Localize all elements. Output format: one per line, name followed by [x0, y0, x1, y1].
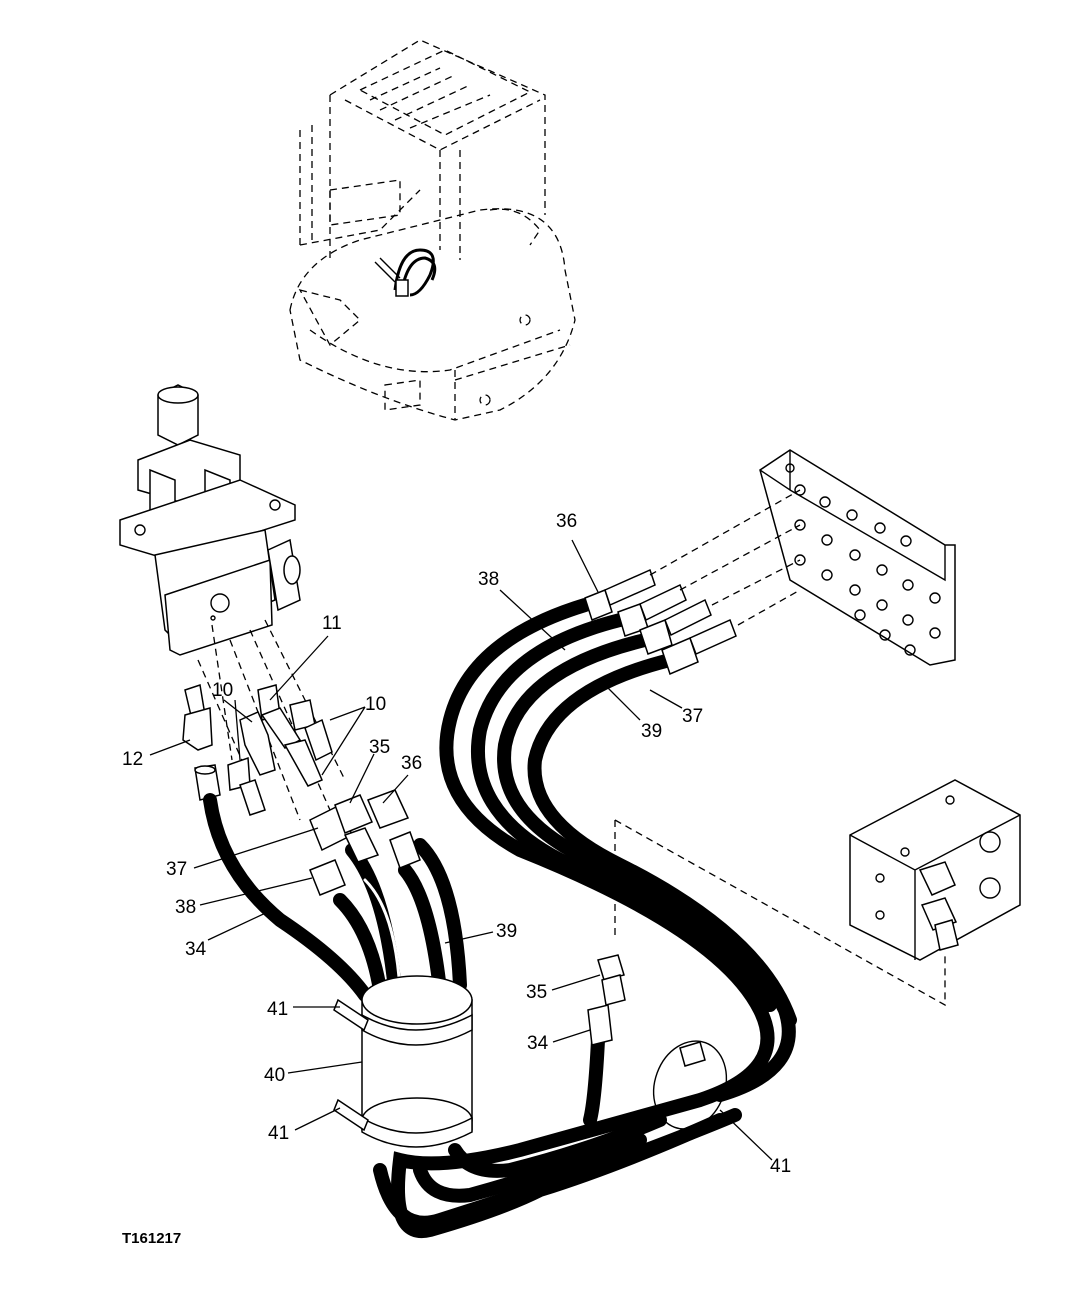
main-hose-run [373, 598, 797, 1239]
machine-overview [289, 39, 576, 421]
callout-34-left: 34 [185, 939, 207, 960]
callout-41-right: 41 [770, 1156, 791, 1177]
callout-41-top: 41 [267, 999, 288, 1020]
callout-37-upper: 37 [682, 706, 703, 727]
callout-labels: 36 38 39 37 11 10 10 12 35 36 37 38 34 3… [122, 511, 791, 1177]
valve-block [614, 779, 1021, 1007]
callout-38-left: 38 [175, 897, 196, 918]
leader-lines [149, 539, 773, 1161]
left-hose-bundle [203, 789, 467, 1002]
callout-36-upper: 36 [556, 511, 577, 532]
callout-10-left: 10 [212, 680, 233, 701]
callout-37-left: 37 [166, 859, 187, 880]
callout-38-upper: 38 [478, 569, 499, 590]
callout-39-upper: 39 [641, 721, 662, 742]
elbow-fittings [182, 684, 333, 816]
callout-35-left: 35 [369, 737, 390, 758]
manifold-plate [649, 449, 956, 666]
callout-36-left: 36 [401, 753, 422, 774]
callout-11: 11 [322, 613, 342, 634]
pilot-valve-assembly [119, 384, 301, 656]
figure-id: T161217 [122, 1230, 181, 1247]
callout-12: 12 [122, 749, 143, 770]
callout-39-left: 39 [496, 921, 517, 942]
callout-10-right: 10 [365, 694, 386, 715]
protective-sleeve [333, 975, 473, 1148]
callout-40: 40 [264, 1065, 285, 1086]
callout-41-bottom: 41 [268, 1123, 289, 1144]
callout-35-right: 35 [526, 982, 547, 1003]
manifold-ports [794, 484, 941, 656]
right-hose-fittings [584, 568, 737, 1046]
callout-34-right: 34 [527, 1033, 549, 1054]
